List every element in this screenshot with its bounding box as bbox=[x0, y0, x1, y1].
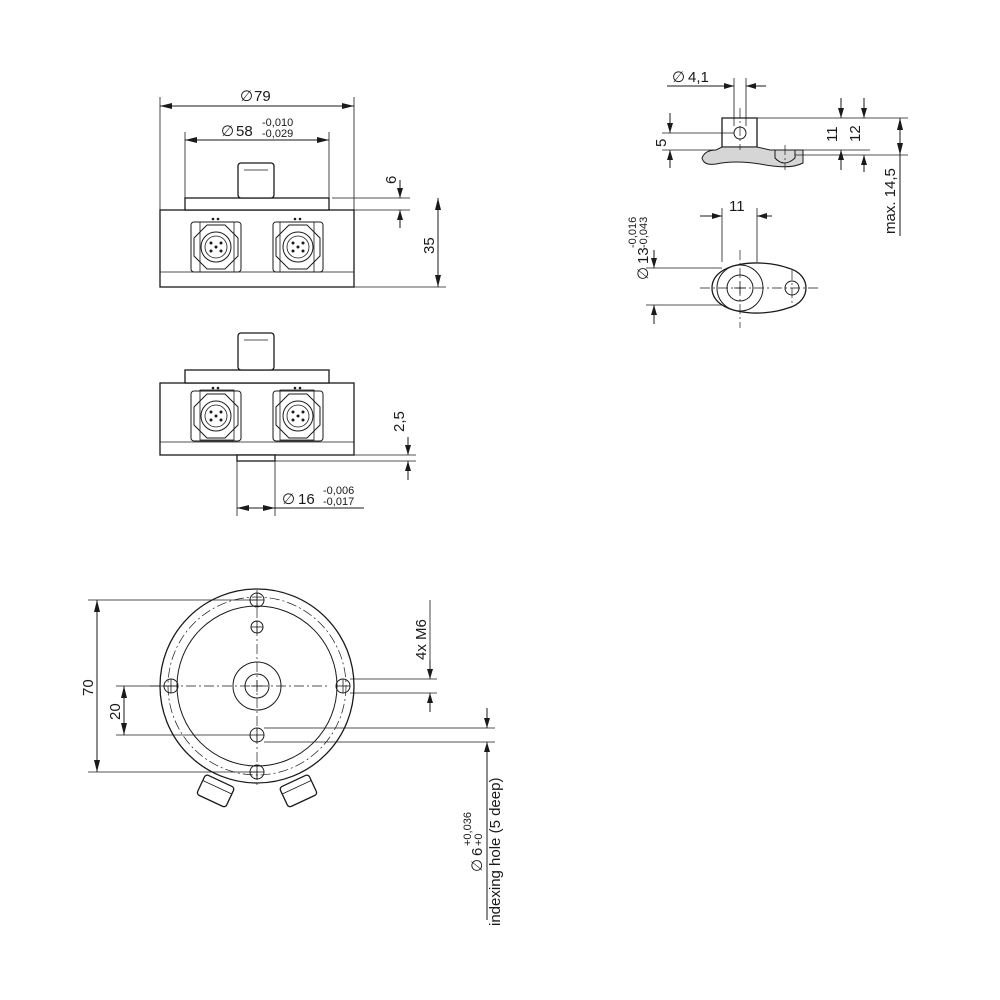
note-indexing-hole: indexing hole (5 deep) bbox=[487, 778, 504, 926]
connector-left-2 bbox=[190, 386, 242, 442]
detail-side-view bbox=[662, 78, 908, 236]
bottom-connector-right bbox=[279, 774, 318, 808]
dim-overall: 70 bbox=[80, 679, 97, 696]
dia-symbol: ∅ bbox=[672, 69, 685, 86]
bottom-connector-left bbox=[196, 774, 235, 808]
shaft bbox=[237, 162, 275, 199]
second-view bbox=[159, 332, 416, 516]
dim-offset: 20 bbox=[107, 703, 124, 720]
connector-left bbox=[190, 217, 242, 273]
dim-pilot-diameter: 58 bbox=[236, 123, 253, 140]
detail-top-view bbox=[646, 208, 820, 328]
tol-spigot-lower: -0,017 bbox=[323, 496, 354, 508]
dim-protrusion: 2,5 bbox=[391, 411, 408, 432]
tol-hole-upper: +0,036 bbox=[462, 812, 474, 846]
spigot bbox=[236, 454, 276, 462]
dim-body-height: 35 bbox=[421, 237, 438, 254]
dim-detail-h2: 12 bbox=[847, 125, 864, 142]
dim-detail-bore: 13 bbox=[635, 247, 652, 264]
tol-spigot-upper: -0,006 bbox=[323, 485, 354, 497]
dia-symbol: ∅ bbox=[221, 123, 234, 140]
connector-right bbox=[272, 217, 324, 273]
dim-detail-hole: 4,1 bbox=[688, 69, 709, 86]
dim-hole-diameter: 6 bbox=[469, 848, 486, 856]
dim-detail-width: 11 bbox=[729, 198, 745, 215]
dim-detail-thickness: 5 bbox=[653, 139, 670, 147]
dim-spigot-diameter: 16 bbox=[298, 491, 315, 508]
dia-symbol: ∅ bbox=[635, 267, 652, 280]
housing-body bbox=[159, 209, 355, 288]
connector-right-2 bbox=[272, 386, 324, 442]
bottom-view bbox=[88, 588, 495, 920]
tol-bore-upper: -0,016 bbox=[627, 217, 639, 248]
dim-detail-max: max. 14,5 bbox=[882, 168, 899, 234]
tol-bore-lower: -0,043 bbox=[638, 217, 650, 248]
tol-pilot-lower: -0,029 bbox=[262, 128, 293, 140]
dia-symbol: ∅ bbox=[282, 491, 295, 508]
front-view bbox=[159, 97, 446, 288]
dia-symbol: ∅ bbox=[469, 859, 486, 872]
m6-holes bbox=[163, 592, 351, 780]
tol-pilot-upper: -0,010 bbox=[262, 117, 293, 129]
housing-body-2 bbox=[159, 382, 355, 456]
pilot-flange bbox=[184, 197, 330, 211]
dim-outer-diameter: 79 bbox=[254, 88, 271, 105]
dim-shaft-height: 6 bbox=[383, 176, 400, 184]
dim-detail-h1: 11 bbox=[824, 126, 841, 142]
dim-thread: 4x M6 bbox=[413, 619, 430, 660]
tol-hole-lower: +0 bbox=[473, 833, 485, 846]
center-boss bbox=[232, 661, 282, 711]
dia-symbol: ∅ bbox=[240, 88, 253, 105]
